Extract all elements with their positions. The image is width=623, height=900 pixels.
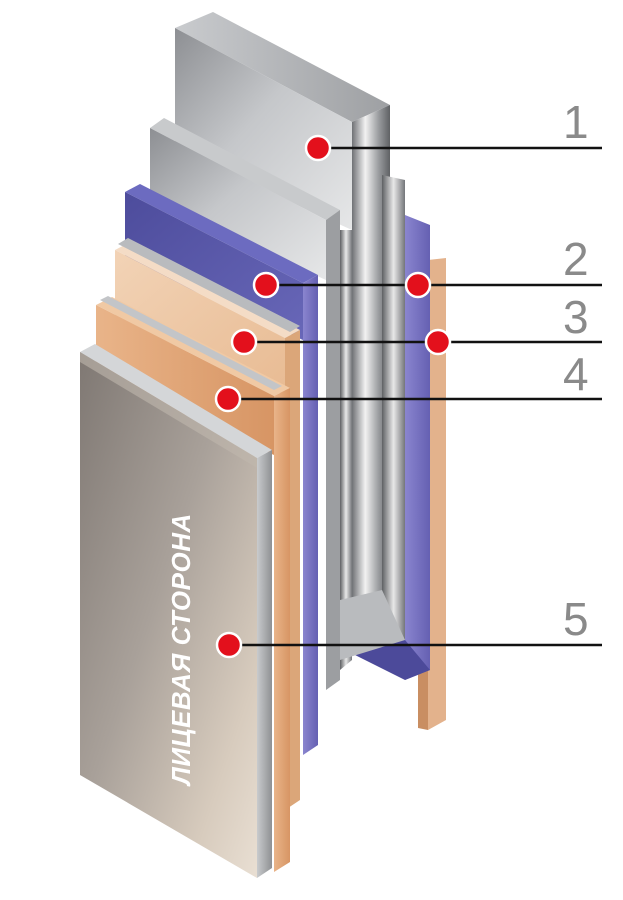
- callout-number-4: 4: [563, 348, 589, 400]
- callout-number-1: 1: [563, 96, 589, 148]
- leader-lines: [228, 146, 602, 647]
- callout-number-2: 2: [563, 233, 589, 285]
- marker-1: [304, 134, 332, 162]
- peach-board-layer: [115, 238, 300, 810]
- marker-2b: [404, 271, 432, 299]
- marker-4: [214, 385, 242, 413]
- orange-board-layer: [96, 296, 290, 872]
- front-panel-layer: [80, 344, 272, 878]
- marker-2a: [252, 271, 280, 299]
- callout-number-5: 5: [563, 593, 589, 645]
- face-side-label: ЛИЦЕВАЯ СТОРОНА: [166, 513, 196, 787]
- callout-numbers: 1 2 3 4 5: [563, 96, 589, 645]
- callout-number-3: 3: [563, 291, 589, 343]
- markers: [214, 134, 452, 659]
- steel-frame-layer: [175, 12, 405, 670]
- marker-3b: [424, 328, 452, 356]
- insulation-layer: [125, 184, 318, 755]
- marker-3a: [230, 328, 258, 356]
- marker-5: [215, 631, 243, 659]
- inner-steel-sheet: [150, 118, 340, 690]
